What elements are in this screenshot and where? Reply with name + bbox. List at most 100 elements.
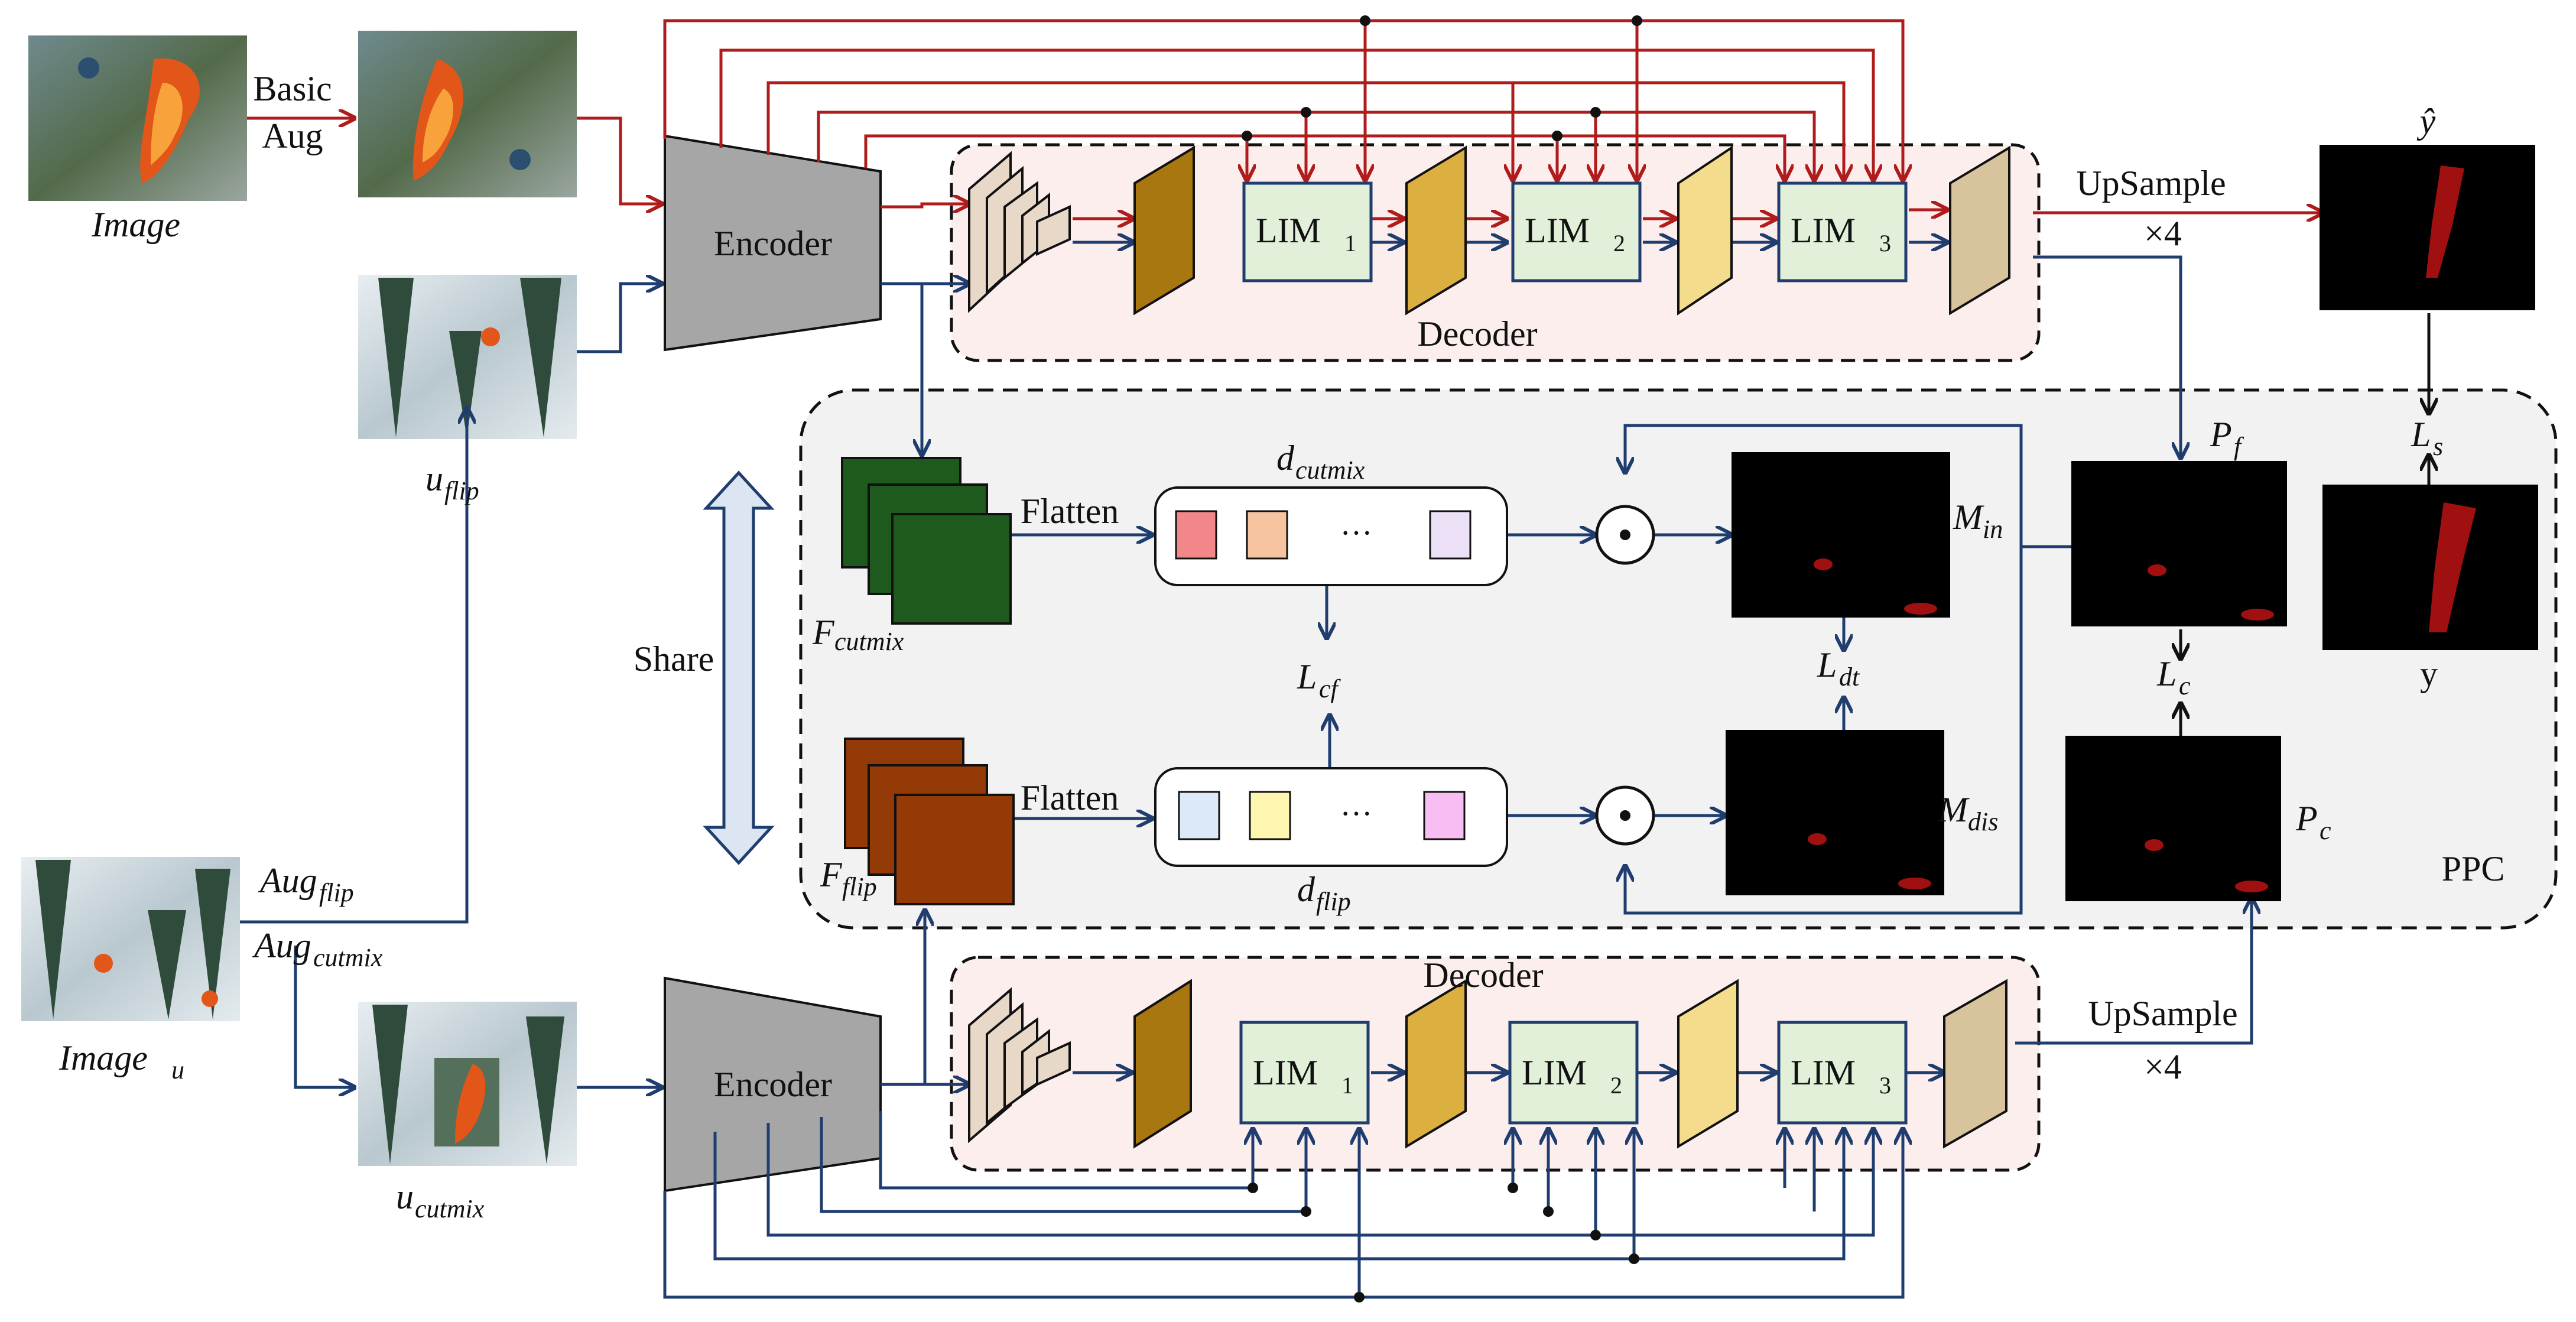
blue-arrows [240, 242, 2252, 1299]
image-label: Image [91, 205, 180, 244]
d-cutmix-label: d [1276, 438, 1295, 478]
l-dt-label: L [1817, 645, 1837, 684]
basic-aug-label-2: Aug [262, 116, 323, 155]
decoder-slabs-top [1133, 145, 2010, 316]
l-s-sub: s [2433, 432, 2443, 461]
decoder-slabs-bottom [1133, 979, 2007, 1149]
upsample-bottom-factor: ×4 [2144, 1047, 2182, 1086]
encoder-top-label: Encoder [714, 224, 832, 263]
m-in-label: M [1953, 498, 1984, 537]
red-junction-dots [1242, 15, 1642, 141]
ppc-label: PPC [2442, 849, 2505, 888]
m-dis-sub: dis [1968, 807, 1998, 836]
lim1-top-sub: 1 [1344, 230, 1356, 256]
lim3-bottom-label: LIM [1791, 1053, 1856, 1092]
aug-cutmix-label: Aug [252, 926, 311, 965]
feature-map-flip [844, 738, 1015, 905]
flatten-top-label: Flatten [1021, 492, 1119, 531]
flip-image [358, 275, 577, 439]
feature-stack-top [968, 151, 1071, 313]
u-cutmix-label: u [396, 1177, 414, 1216]
mask-dis [1726, 730, 1944, 895]
decoder-top-label: Decoder [1417, 314, 1537, 353]
lim2-top-label: LIM [1525, 211, 1590, 250]
p-c-sub: c [2320, 816, 2331, 845]
m-dis-label: M [1938, 790, 1970, 829]
l-c-sub: c [2179, 671, 2191, 700]
blue-junction-dots [1248, 1183, 1639, 1302]
lim3-top-label: LIM [1791, 211, 1856, 250]
decoder-bottom-label: Decoder [1423, 956, 1543, 995]
flatten-bottom-label: Flatten [1021, 778, 1119, 817]
image-u-sub: u [171, 1055, 184, 1084]
lim3-bottom-sub: 3 [1879, 1072, 1891, 1099]
descriptor-cutmix: ··· [1154, 486, 1508, 586]
encoder-top [664, 134, 882, 352]
d-cutmix-sub: cutmix [1295, 456, 1365, 485]
image-u-label: Image [59, 1038, 148, 1077]
lim2-bottom: LIM 2 [1508, 1021, 1639, 1125]
u-flip-sub: flip [444, 476, 479, 505]
basic-aug-label-1: Basic [253, 69, 332, 108]
lim1-bottom-label: LIM [1253, 1053, 1318, 1092]
red-arrows [247, 19, 2322, 219]
pred-yhat [2320, 145, 2535, 310]
top-decoder-region [950, 143, 2041, 362]
u-flip-label: u [425, 459, 443, 498]
lim1-bottom: LIM 1 [1239, 1021, 1370, 1125]
share-label: Share [634, 639, 714, 678]
lim2-top: LIM 2 [1511, 181, 1642, 282]
odot-bottom [1595, 785, 1655, 846]
share-double-arrow[interactable] [703, 470, 775, 865]
lim2-top-sub: 2 [1613, 230, 1625, 256]
p-c-label: P [2295, 799, 2318, 838]
lim1-bottom-sub: 1 [1341, 1072, 1353, 1099]
l-cf-label: L [1297, 657, 1317, 696]
f-flip-sub: flip [842, 872, 877, 901]
pred-pf [2071, 461, 2287, 626]
f-cutmix-label: F [812, 613, 835, 652]
input-image-bottom [21, 857, 240, 1021]
f-flip-label: F [820, 855, 843, 894]
f-cutmix-sub: cutmix [834, 627, 904, 656]
lim2-bottom-sub: 2 [1610, 1072, 1622, 1099]
aug-cutmix-sub: cutmix [313, 943, 383, 972]
l-dt-sub: dt [1839, 662, 1860, 691]
cutmix-image [358, 1002, 577, 1166]
l-s-label: L [2411, 415, 2431, 454]
input-image-top [28, 35, 247, 201]
feature-map-cutmix [841, 457, 1012, 625]
l-cf-sub: cf [1319, 674, 1341, 703]
mask-in [1732, 452, 1950, 618]
loss-arrows [2181, 313, 2429, 736]
d-flip-label: d [1297, 870, 1315, 909]
ground-truth-y [2322, 485, 2538, 650]
upsample-bottom-label: UpSample [2088, 994, 2237, 1033]
ellipsis-bottom: ··· [1340, 795, 1373, 831]
lim1-top-label: LIM [1256, 211, 1321, 250]
lim3-top-sub: 3 [1879, 230, 1891, 256]
p-f-label: P [2210, 415, 2232, 454]
lim1-top: LIM 1 [1242, 181, 1373, 282]
u-cutmix-sub: cutmix [415, 1194, 485, 1223]
basic-aug-image [358, 31, 577, 197]
ellipsis-top: ··· [1340, 515, 1373, 551]
aug-flip-label: Aug [258, 861, 317, 900]
encoder-bottom-label: Encoder [714, 1065, 832, 1104]
aug-flip-sub: flip [319, 878, 354, 907]
ppc-region [799, 388, 2558, 930]
upsample-top-label: UpSample [2076, 164, 2226, 203]
upsample-top-factor: ×4 [2144, 214, 2182, 253]
lim3-bottom: LIM 3 [1777, 1021, 1908, 1125]
feature-stack-bottom [968, 987, 1071, 1144]
lim2-bottom-label: LIM [1522, 1053, 1587, 1092]
y-label: y [2420, 654, 2438, 693]
m-in-sub: in [1983, 515, 2003, 544]
odot-top [1595, 505, 1655, 565]
descriptor-flip: ··· [1154, 767, 1508, 867]
d-flip-sub: flip [1316, 887, 1351, 916]
pred-pc [2065, 736, 2281, 901]
lim3-top: LIM 3 [1777, 181, 1908, 282]
